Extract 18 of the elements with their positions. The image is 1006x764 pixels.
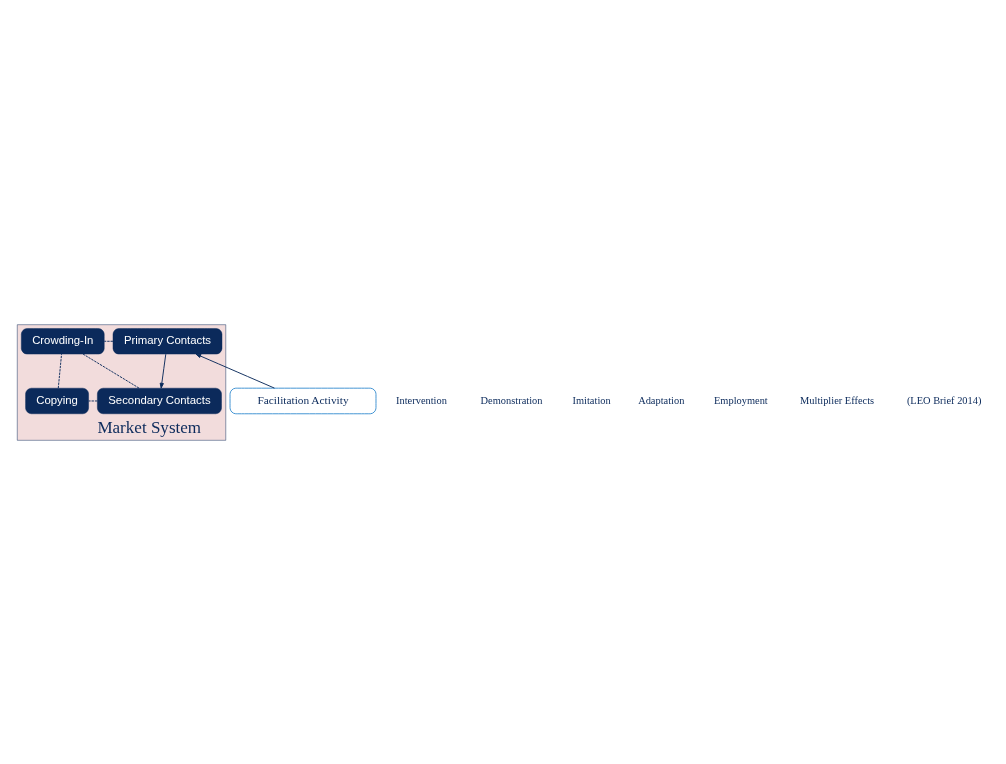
node-box: Crowding-In xyxy=(21,327,105,354)
label: Demonstration xyxy=(480,394,543,406)
label: Adaptation xyxy=(638,394,685,406)
arrow xyxy=(159,353,167,388)
label: Employment xyxy=(714,394,768,406)
connector xyxy=(57,353,63,388)
label: Imitation xyxy=(572,394,611,406)
connector xyxy=(103,340,114,342)
node-box: Facilitation Activity xyxy=(229,387,377,414)
label: Multiplier Effects xyxy=(800,394,875,406)
arrow xyxy=(195,353,275,389)
node-box: Copying xyxy=(25,387,89,414)
label: Intervention xyxy=(396,394,447,406)
node-box: Primary Contacts xyxy=(112,327,223,354)
connector xyxy=(82,353,140,388)
node-box: Secondary Contacts xyxy=(97,387,222,414)
label: (LEO Brief 2014) xyxy=(906,394,982,406)
connector xyxy=(88,400,98,401)
